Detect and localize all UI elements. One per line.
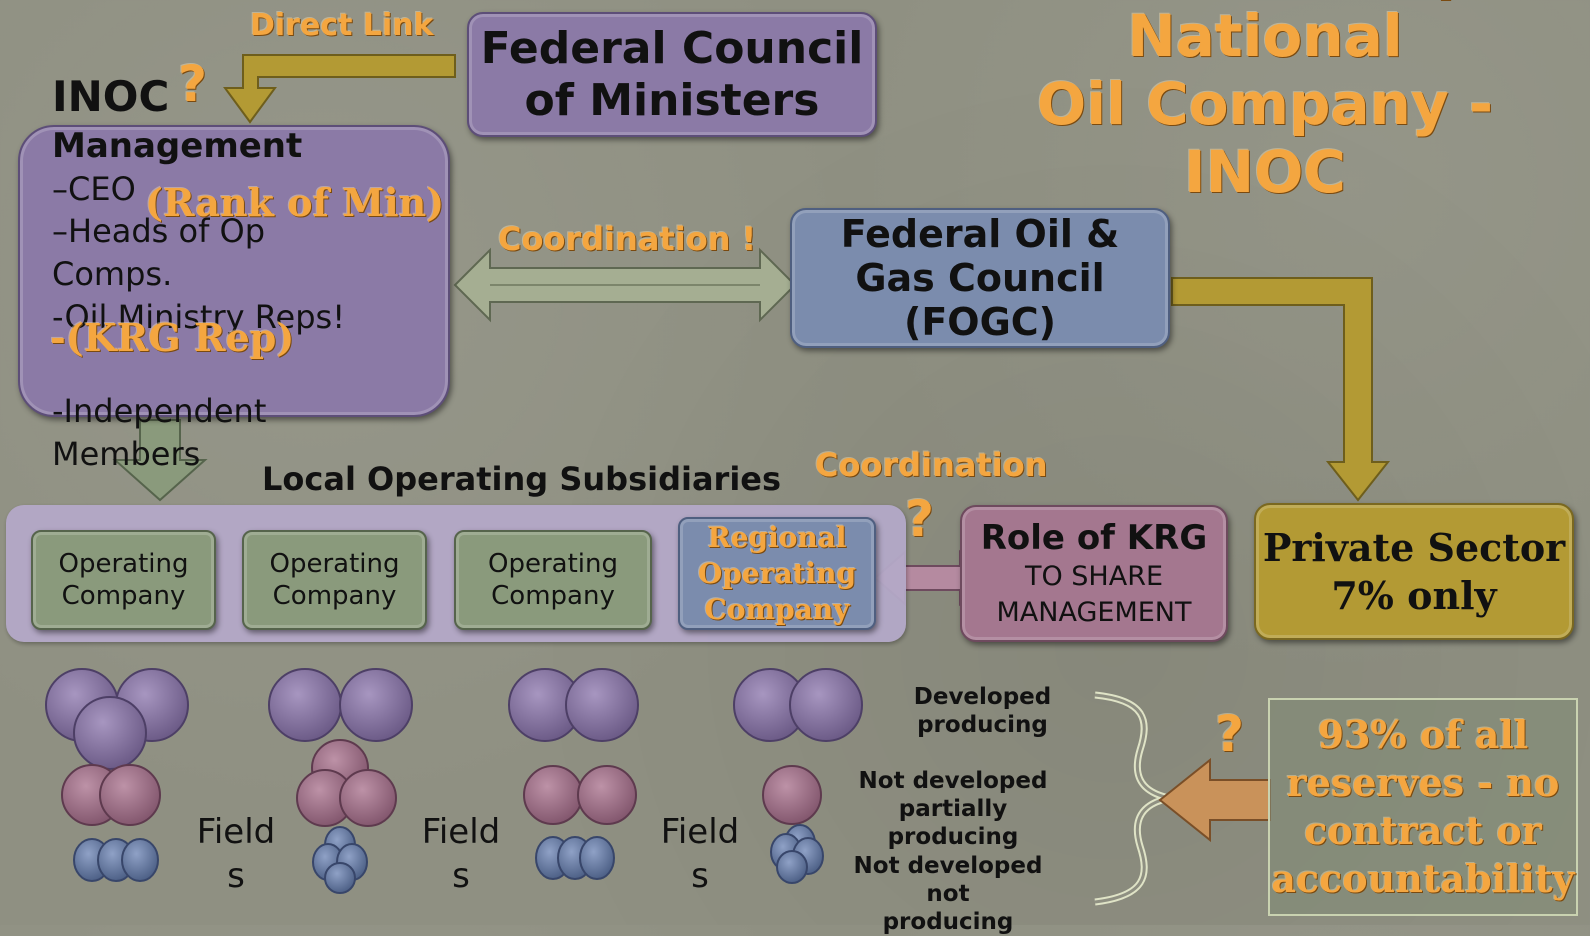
page-title: Role of Iraq National Oil Company - INOC xyxy=(950,0,1580,206)
reserves-line-3: contract or xyxy=(1304,808,1542,853)
title-line-1: Role of Iraq National xyxy=(1075,0,1455,70)
inoc-down-arrow xyxy=(112,419,208,502)
inoc-heads-line-1: –Heads of Op xyxy=(52,212,266,250)
operating-company-1-line-1: Operating xyxy=(58,549,189,579)
fogc-to-private-arrow xyxy=(1171,277,1391,502)
developed-field-circle xyxy=(565,668,639,742)
field-cluster-3 xyxy=(508,668,639,880)
fields-label-2-line-1: Field xyxy=(421,812,501,852)
reserves-question-mark: ? xyxy=(1215,705,1245,763)
fields-label-3-line-2: s xyxy=(691,856,709,896)
direct-link-arrow xyxy=(223,54,456,124)
reserves-arrow xyxy=(1158,757,1271,843)
partial-field-circle xyxy=(99,764,161,826)
legend-developed-line-2: producing xyxy=(917,712,1048,738)
inoc-krg-rep: -(KRG Rep) xyxy=(50,315,295,360)
regional-company-line-1: Regional xyxy=(707,520,847,554)
reserves-line-1: 93% of all xyxy=(1317,712,1529,757)
operating-company-2-line-1: Operating xyxy=(269,549,400,579)
private-sector-box: Private Sector 7% only xyxy=(1254,503,1574,640)
krg-line-3: MANAGEMENT xyxy=(996,596,1192,628)
undeveloped-field-oval xyxy=(324,862,356,894)
federal-council-line-2: of Ministers xyxy=(524,74,820,126)
fogc-line-1: Federal Oil & xyxy=(840,212,1120,256)
inoc-ceo: –CEO xyxy=(52,170,136,208)
operating-company-1-line-2: Company xyxy=(61,581,186,611)
reserves-line-4: accountability xyxy=(1271,856,1575,901)
legend-partial: Not developed partially producing xyxy=(833,767,1073,851)
inoc-heads-line-2: Comps. xyxy=(52,255,173,293)
operating-company-3-line-1: Operating xyxy=(488,549,618,579)
legend-not-producing: Not developed not producing xyxy=(828,852,1068,936)
inoc-independent-line-2: Members xyxy=(52,435,201,473)
developed-field-circle xyxy=(268,668,342,742)
developed-field-circle xyxy=(73,696,147,770)
undeveloped-field-oval xyxy=(579,836,615,880)
fields-label-2-line-2: s xyxy=(452,856,470,896)
coordination-mid-label: Coordination xyxy=(815,446,1048,484)
legend-developed-line-1: Developed xyxy=(913,684,1052,710)
partial-field-circle xyxy=(577,765,637,825)
undeveloped-field-oval xyxy=(121,838,159,882)
partial-field-circle xyxy=(339,769,397,827)
operating-company-box-1: Operating Company xyxy=(31,530,216,630)
krg-line-1: Role of KRG xyxy=(980,517,1208,558)
fields-label-1-line-2: s xyxy=(227,856,245,896)
regional-company-line-3: Company xyxy=(704,592,850,626)
direct-link-label: Direct Link xyxy=(250,8,434,43)
operating-company-2-line-2: Company xyxy=(272,581,397,611)
legend-not-producing-line-1: Not developed not xyxy=(853,853,1043,907)
inoc-question-mark: ? xyxy=(178,55,208,113)
inoc-oil-reps: -Oil Ministry Reps! xyxy=(52,298,346,336)
legend-not-producing-line-2: producing xyxy=(882,909,1014,935)
fogc-line-3: (FOGC) xyxy=(903,300,1057,344)
regional-company-box: Regional Operating Company xyxy=(678,517,876,630)
title-line-2: Oil Company - INOC xyxy=(1036,70,1494,206)
coordination-top-label: Coordination ! xyxy=(498,220,757,258)
fields-label-3-line-1: Field xyxy=(660,812,740,852)
legend-partial-line-2: partially producing xyxy=(887,796,1019,850)
inoc-label: INOC xyxy=(52,72,170,121)
private-sector-line-2: 7% only xyxy=(1331,572,1497,618)
partial-field-circle xyxy=(523,765,583,825)
operating-company-box-3: Operating Company xyxy=(454,530,652,630)
coordination-question-mark: ? xyxy=(905,490,935,548)
fogc-box: Federal Oil & Gas Council (FOGC) xyxy=(790,208,1170,348)
fields-label-2: Field s xyxy=(415,810,507,898)
federal-council-box: Federal Council of Ministers xyxy=(467,12,877,137)
inoc-management-box xyxy=(18,125,450,417)
local-subsidiaries-heading: Local Operating Subsidiaries xyxy=(262,460,782,498)
inoc-independent-line-1: -Independent xyxy=(52,392,267,430)
developed-field-circle xyxy=(339,668,413,742)
reserves-box: 93% of all reserves - no contract or acc… xyxy=(1268,698,1578,916)
partial-field-circle xyxy=(762,765,822,825)
inoc-rank-note: (Rank of Min) xyxy=(145,180,445,225)
operating-company-box-2: Operating Company xyxy=(242,530,427,630)
fields-label-3: Field s xyxy=(654,810,746,898)
developed-field-circle xyxy=(789,668,863,742)
field-cluster-2 xyxy=(268,668,413,894)
legend-partial-line-1: Not developed xyxy=(858,768,1048,794)
fields-label-1-line-1: Field xyxy=(196,812,276,852)
krg-role-box: Role of KRG TO SHARE MANAGEMENT xyxy=(960,505,1228,642)
inoc-management-heading: Management xyxy=(52,126,303,166)
krg-line-2: TO SHARE xyxy=(1024,560,1164,592)
legend-developed: Developed producing xyxy=(880,683,1085,739)
field-cluster-4 xyxy=(733,668,863,884)
undeveloped-field-oval xyxy=(776,850,808,884)
operating-company-3-line-2: Company xyxy=(491,581,615,611)
fields-label-1: Field s xyxy=(190,810,282,898)
federal-council-line-1: Federal Council xyxy=(480,22,864,74)
fogc-line-2: Gas Council xyxy=(855,256,1105,300)
regional-company-line-2: Operating xyxy=(697,556,857,590)
field-cluster-1 xyxy=(45,668,189,882)
private-sector-line-1: Private Sector xyxy=(1262,524,1566,570)
reserves-line-2: reserves - no xyxy=(1286,760,1560,805)
